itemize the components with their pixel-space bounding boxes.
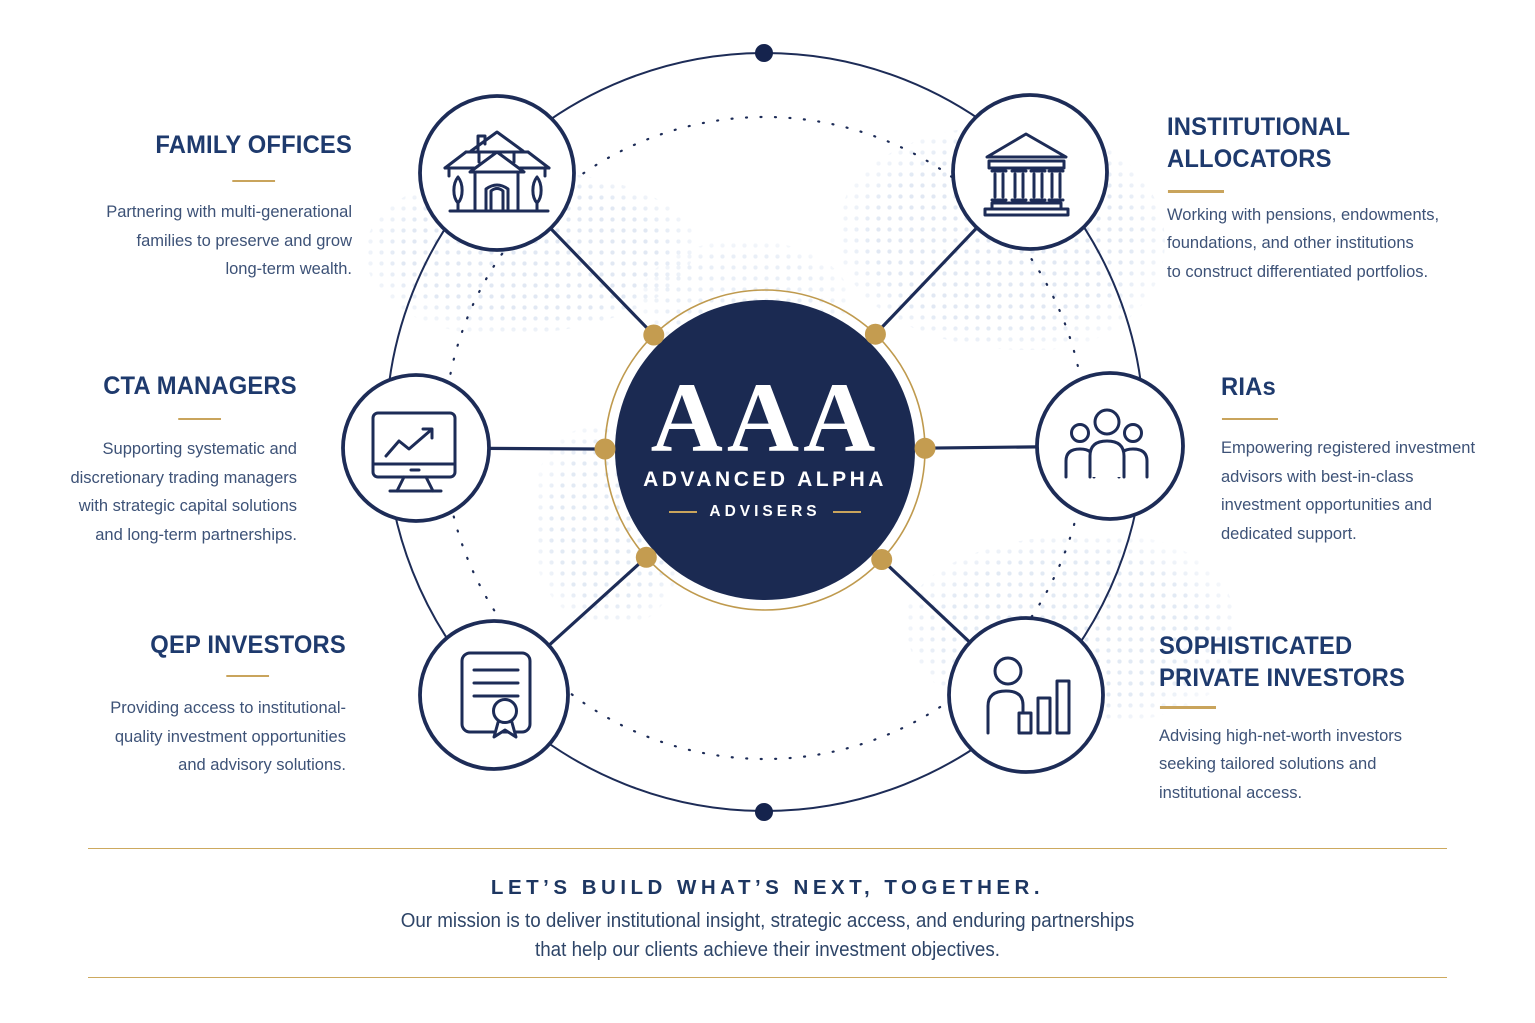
house-icon (443, 130, 551, 213)
gold-rule (232, 179, 276, 182)
segment-text-line: Working with pensions, endowments, (1167, 205, 1440, 224)
segment-title: SOPHISTICATED (1159, 632, 1353, 660)
segment-sophisticated-private-investors: SOPHISTICATED PRIVATE INVESTORS Advising… (1159, 631, 1418, 807)
segment-text-line: Partnering with multi-generational (106, 203, 352, 221)
node-circle-sophisticated-private-investors (947, 616, 1105, 774)
bottom-dot (755, 803, 773, 821)
segment-institutional-allocators: INSTITUTIONAL ALLOCATORS Working with pe… (1167, 112, 1439, 286)
segment-family-offices: FAMILY OFFICES Partnering with multi-gen… (106, 130, 352, 284)
segment-text-line: with strategic capital solutions (78, 497, 297, 515)
segment-text-line: seeking tailored solutions and (1159, 755, 1377, 773)
gold-dash-right (832, 511, 861, 513)
segment-cta-managers: CTA MANAGERS Supporting systematic and d… (70, 371, 297, 549)
gold-rule (1221, 417, 1278, 420)
segment-title: PRIVATE INVESTORS (1159, 663, 1406, 692)
segment-text-line: families to preserve and grow (136, 231, 352, 250)
gold-connector-dots (594, 323, 936, 570)
brand-descriptor: ADVISERS (709, 503, 821, 520)
segment-title: INSTITUTIONAL (1167, 113, 1351, 141)
segment-text-line: Providing access to institutional- (110, 699, 346, 717)
gold-rule (178, 417, 222, 420)
segment-text-line: dedicated support. (1221, 524, 1357, 543)
segment-title: CTA MANAGERS (103, 372, 297, 400)
segment-text-line: Empowering registered investment (1221, 439, 1476, 457)
gold-rule (1167, 190, 1224, 193)
segment-text-line: advisors with best-in-class (1221, 467, 1414, 486)
gold-rule (1159, 706, 1216, 709)
segment-text-line: Supporting systematic and (102, 440, 297, 458)
footer-divider-bottom (88, 977, 1447, 978)
segment-text-line: institutional access. (1159, 783, 1303, 802)
brand-name: ADVANCED ALPHA (643, 468, 887, 491)
segment-text-line: investment opportunities and (1221, 496, 1432, 514)
gold-dash-left (669, 511, 698, 513)
brand-descriptor-row: ADVISERS (0, 502, 1530, 522)
brand-monogram: AAA (650, 362, 880, 473)
segment-text-line: foundations, and other institutions (1167, 234, 1414, 252)
segment-rias: RIAs Empowering registered investment ad… (1221, 372, 1475, 548)
bank-icon (983, 132, 1070, 217)
segment-title: ALLOCATORS (1167, 144, 1332, 173)
segment-title: QEP INVESTORS (150, 631, 346, 659)
mission-line: Our mission is to deliver institutional … (400, 910, 1135, 932)
segment-qep-investors: QEP INVESTORS Providing access to instit… (110, 630, 346, 780)
footer-mission: Our mission is to deliver institutional … (46, 907, 1489, 964)
footer-divider-top (88, 848, 1447, 849)
segment-title: FAMILY OFFICES (155, 131, 352, 159)
segment-text-line: quality investment opportunities (114, 727, 346, 746)
people-icon (1064, 408, 1149, 479)
gold-rule (226, 674, 270, 677)
segment-text-line: and long-term partnerships. (95, 525, 297, 544)
mission-line: that help our clients achieve their inve… (534, 938, 1001, 961)
segment-title: RIAs (1221, 373, 1276, 401)
segment-text-line: to construct differentiated portfolios. (1167, 262, 1429, 281)
top-dot (755, 44, 773, 62)
segment-text-line: and advisory solutions. (178, 756, 346, 774)
segment-text-line: Advising high-net-worth investors (1159, 726, 1403, 745)
monitor-chart-icon (371, 411, 457, 493)
segment-text-line: long-term wealth. (225, 260, 352, 278)
person-chart-icon (986, 656, 1071, 735)
certificate-icon (460, 651, 532, 739)
segment-text-line: discretionary trading managers (70, 468, 297, 487)
hub-circle (615, 300, 915, 600)
footer-headline: LET’S BUILD WHAT’S NEXT, TOGETHER. (490, 876, 1045, 899)
